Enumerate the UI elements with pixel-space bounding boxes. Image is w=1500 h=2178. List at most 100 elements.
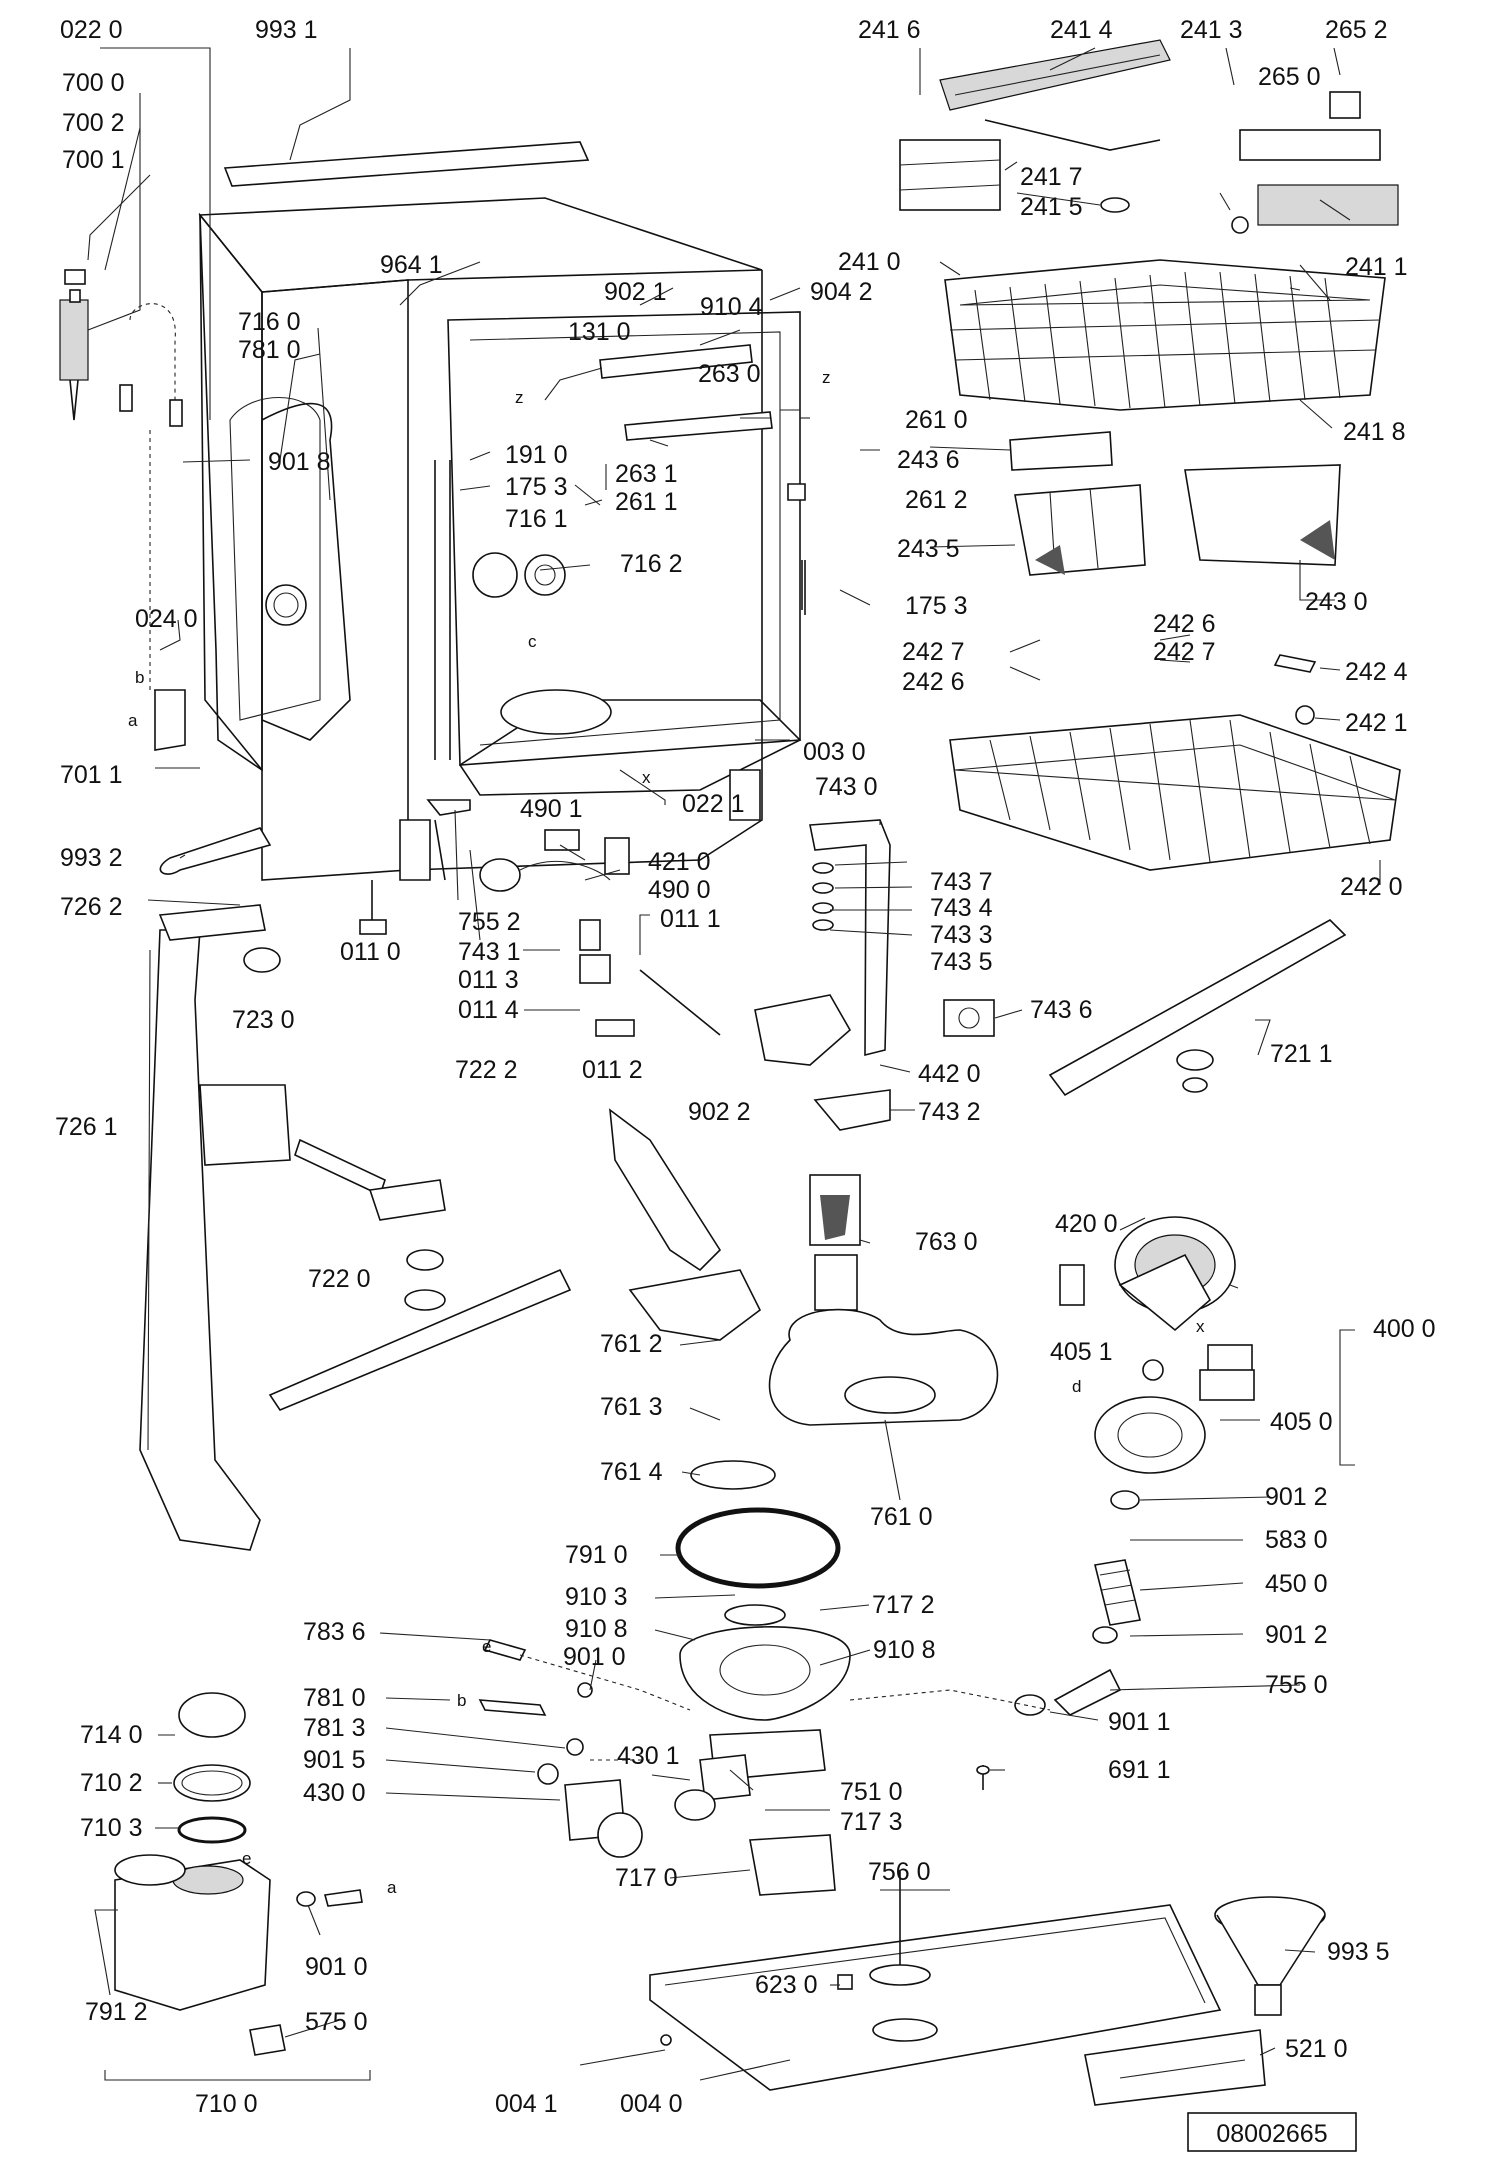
label-022-1: 022 1 [682,790,745,818]
label-910-4: 910 4 [700,293,763,321]
label-910-8-b: 910 8 [873,1636,936,1664]
label-964-1: 964 1 [380,251,443,279]
lower-basket-grid [989,719,1371,863]
label-726-2: 726 2 [60,893,123,921]
label-993-5: 993 5 [1327,1938,1390,1966]
label-265-2: 265 2 [1325,16,1388,44]
label-743-6: 743 6 [1030,996,1093,1024]
label-791-2: 791 2 [85,1998,148,2026]
label-022-0: 022 0 [60,16,123,44]
upper-basket-grid [949,271,1381,409]
label-716-0: 716 0 [238,308,301,336]
label-242-0: 242 0 [1340,873,1403,901]
label-265-0: 265 0 [1258,63,1321,91]
label-011-3: 011 3 [458,966,519,994]
letter-x: x [1196,1317,1205,1336]
label-901-8: 901 8 [268,448,331,476]
label-242-7-a: 242 7 [902,638,965,666]
part-labels: 022 0 993 1 700 0 700 2 700 1 964 1 902 … [55,16,1436,2118]
label-691-1: 691 1 [1108,1756,1171,1784]
label-261-0: 261 0 [905,406,968,434]
label-723-0: 723 0 [232,1006,295,1034]
label-710-3: 710 3 [80,1814,143,1842]
label-743-2: 743 2 [918,1098,981,1126]
label-902-1: 902 1 [604,278,667,306]
letter-c: c [528,632,537,651]
label-743-0: 743 0 [815,773,878,801]
label-901-2-b: 901 2 [1265,1621,1328,1649]
label-405-1: 405 1 [1050,1338,1113,1366]
label-743-5: 743 5 [930,948,993,976]
label-490-1: 490 1 [520,795,583,823]
connection-letters: b a z z c x x d e b e a [128,368,1205,1897]
label-901-0-a: 901 0 [563,1643,626,1671]
label-755-2: 755 2 [458,908,521,936]
label-901-0-b: 901 0 [305,1953,368,1981]
label-710-2: 710 2 [80,1769,143,1797]
letter-z: z [822,368,831,387]
label-781-0-top: 781 0 [238,336,301,364]
label-263-1: 263 1 [615,460,678,488]
label-761-3: 761 3 [600,1393,663,1421]
label-726-1: 726 1 [55,1113,118,1141]
label-242-7-b: 242 7 [1153,638,1216,666]
drawing-number: 08002665 [1216,2120,1327,2148]
letter-e: e [242,1849,251,1868]
label-241-5: 241 5 [1020,193,1083,221]
label-243-6: 243 6 [897,446,960,474]
label-241-3: 241 3 [1180,16,1243,44]
label-700-2: 700 2 [62,109,125,137]
label-242-6-a: 242 6 [1153,610,1216,638]
label-700-0: 700 0 [62,69,125,97]
label-743-4: 743 4 [930,894,993,922]
label-763-0: 763 0 [915,1228,978,1256]
label-191-0: 191 0 [505,441,568,469]
label-243-0: 243 0 [1305,588,1368,616]
label-242-4: 242 4 [1345,658,1408,686]
label-901-1: 901 1 [1108,1708,1171,1736]
label-717-0: 717 0 [615,1864,678,1892]
label-716-2: 716 2 [620,550,683,578]
label-761-2: 761 2 [600,1330,663,1358]
label-902-2: 902 2 [688,1098,751,1126]
label-450-0: 450 0 [1265,1570,1328,1598]
label-261-1: 261 1 [615,488,678,516]
label-241-6: 241 6 [858,16,921,44]
label-623-0: 623 0 [755,1971,818,1999]
letter-z: z [515,388,524,407]
label-405-0: 405 0 [1270,1408,1333,1436]
label-430-1: 430 1 [617,1742,680,1770]
label-722-0: 722 0 [308,1265,371,1293]
upper-basket-group [899,39,1401,871]
label-241-1: 241 1 [1345,253,1408,281]
label-263-0: 263 0 [698,360,761,388]
label-004-0: 004 0 [620,2090,683,2118]
label-490-0: 490 0 [648,876,711,904]
label-131-0: 131 0 [568,318,631,346]
label-783-6: 783 6 [303,1618,366,1646]
salt-container-group [114,1692,1326,2106]
label-241-4: 241 4 [1050,16,1113,44]
spray-arm-group [139,819,1347,1551]
letter-b: b [135,668,144,687]
label-011-1: 011 1 [660,905,721,933]
label-901-5: 901 5 [303,1746,366,1774]
cabinet-frame [59,141,806,1037]
label-910-3: 910 3 [565,1583,628,1611]
label-175-3-a: 175 3 [505,473,568,501]
label-791-0: 791 0 [565,1541,628,1569]
letter-a: a [128,711,138,730]
label-722-2: 722 2 [455,1056,518,1084]
label-710-0: 710 0 [195,2090,258,2118]
label-761-0: 761 0 [870,1503,933,1531]
label-011-0: 011 0 [340,938,401,966]
label-714-0: 714 0 [80,1721,143,1749]
label-261-2: 261 2 [905,486,968,514]
label-243-5: 243 5 [897,535,960,563]
label-421-0: 421 0 [648,848,711,876]
label-993-1: 993 1 [255,16,318,44]
label-781-0-b: 781 0 [303,1684,366,1712]
label-910-8-a: 910 8 [565,1615,628,1643]
label-241-7: 241 7 [1020,163,1083,191]
label-717-2: 717 2 [872,1591,935,1619]
